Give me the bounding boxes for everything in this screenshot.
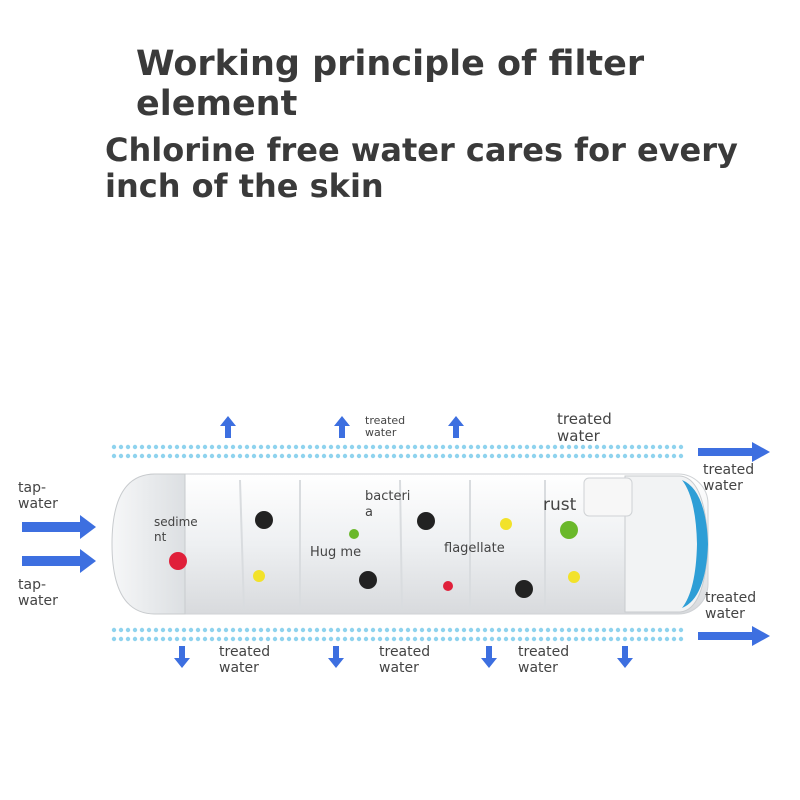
arrows-up — [220, 416, 464, 438]
arrow-down-icon — [617, 646, 633, 668]
filter-seam-1 — [239, 479, 245, 611]
particle-green — [560, 521, 578, 539]
particle-green — [349, 529, 359, 539]
filter-right-cap-ring — [682, 480, 708, 608]
particle-black — [255, 511, 273, 529]
arrow-down-icon — [328, 646, 344, 668]
page-subtitle: Chlorine free water cares for every inch… — [105, 131, 738, 205]
particle-black — [359, 571, 377, 589]
arrow-up-icon — [334, 416, 350, 438]
label-flagellate: flagellate — [444, 541, 505, 556]
particle-black — [515, 580, 533, 598]
arrow-right-icon — [22, 549, 96, 573]
particle-black — [417, 512, 435, 530]
particles — [169, 511, 580, 598]
arrow-up-icon — [448, 416, 464, 438]
page-title: Working principle of filter element — [136, 44, 645, 124]
arrows-right — [22, 442, 770, 646]
particle-yellow — [568, 571, 580, 583]
label-hug-me: Hug me — [310, 545, 361, 560]
filter-seam-3 — [399, 479, 403, 611]
dotted-water-bottom — [111, 627, 684, 642]
dotted-water-top — [111, 444, 684, 459]
arrow-right-icon — [698, 626, 770, 646]
label-tap-water-bottom: tap-water — [18, 577, 58, 609]
filter-left-cap — [111, 473, 186, 615]
arrow-down-icon — [481, 646, 497, 668]
arrow-right-icon — [698, 442, 770, 462]
arrow-up-icon — [220, 416, 236, 438]
particle-red — [443, 581, 453, 591]
label-rust: rust — [543, 495, 577, 515]
particle-yellow — [253, 570, 265, 582]
arrows-down — [174, 646, 633, 668]
filter-element — [111, 473, 709, 615]
filter-clip — [583, 477, 633, 517]
label-tap-water-top: tap-water — [18, 480, 58, 512]
particle-yellow — [500, 518, 512, 530]
arrow-right-icon — [22, 515, 96, 539]
particle-red — [169, 552, 187, 570]
arrow-down-icon — [174, 646, 190, 668]
